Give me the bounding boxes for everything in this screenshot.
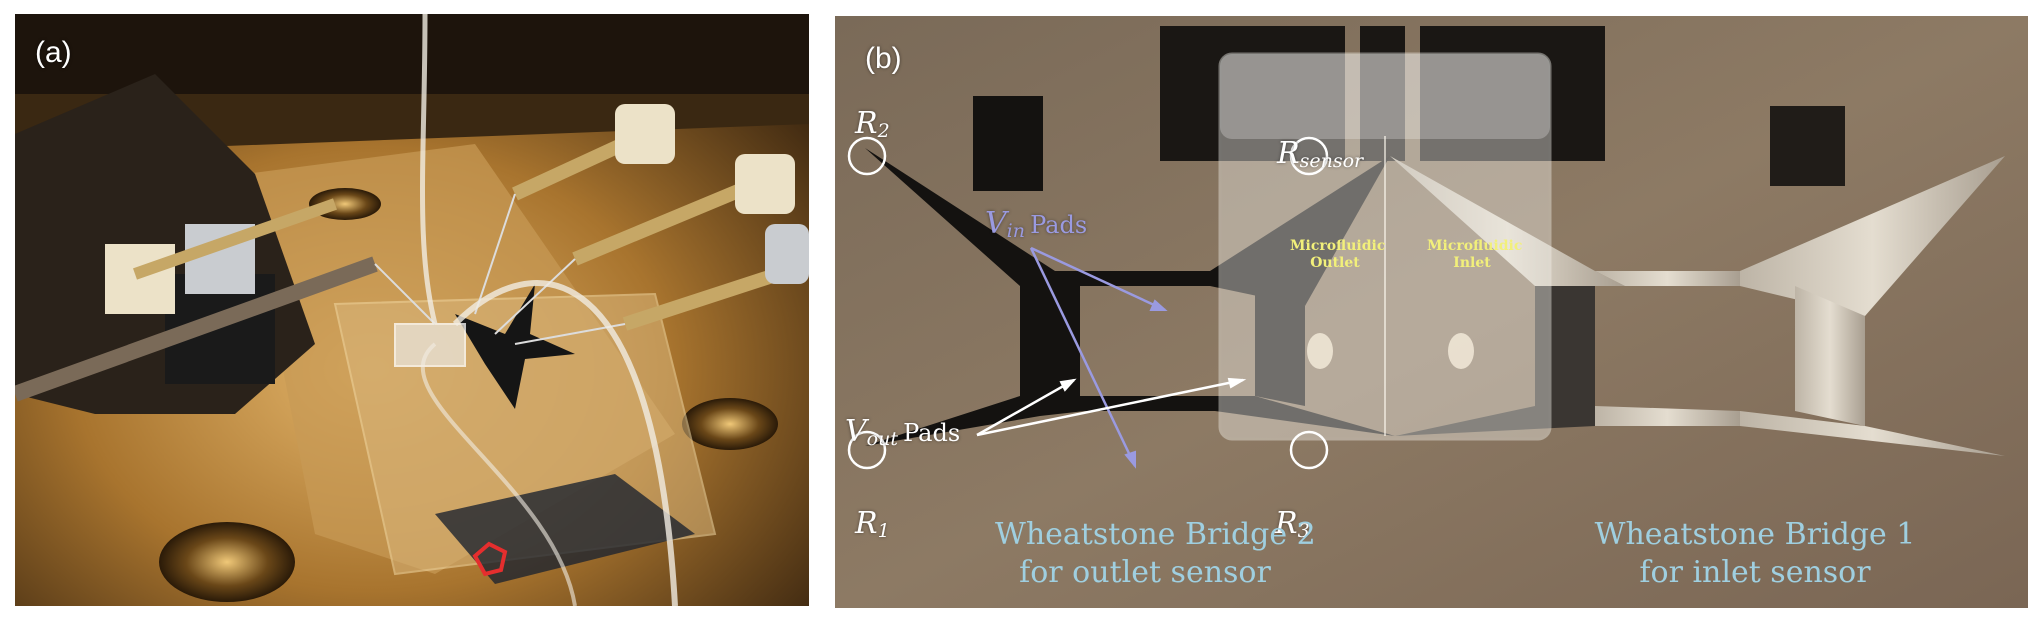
microfluidic-outlet-label: Microfluidic Outlet	[1290, 238, 1386, 271]
probe-arm	[133, 198, 337, 280]
bridge1-electrode	[1395, 406, 1595, 436]
logo-mark	[472, 541, 508, 577]
circle-marker-r2	[847, 136, 887, 176]
electrode-vout-left	[1020, 286, 1080, 396]
mount-hole	[159, 522, 295, 602]
bridge1-electrode	[1795, 286, 1865, 426]
bridge1-electrode	[1595, 406, 1740, 426]
bridge1-electrode	[1390, 156, 1625, 286]
sensor-chip	[1770, 106, 1845, 186]
electrode-top-pad	[1085, 271, 1215, 286]
bridge1-electrode	[1740, 156, 2005, 316]
vout-arrows	[976, 377, 1247, 437]
panel-b-label: (b)	[865, 42, 902, 75]
circle-marker-r1	[847, 430, 887, 470]
bridge1-electrode	[1595, 271, 1740, 286]
wheatstone-bridge-chip-photo	[835, 16, 2028, 608]
r1-label: R1	[855, 506, 890, 543]
circle-marker-r3	[1289, 430, 1329, 470]
probe-collar	[735, 154, 795, 214]
electrode-bottom-pad	[1085, 396, 1215, 411]
tubing	[452, 280, 678, 606]
vin-pads-label: Vin Pads	[985, 206, 1088, 243]
sensor-chip	[973, 96, 1043, 191]
bridge-1-label: Wheatstone Bridge 1 for inlet sensor	[1594, 517, 1916, 590]
probe-collar	[615, 104, 675, 164]
vin-arrows	[1029, 246, 1168, 469]
electrode-r1	[865, 396, 1085, 446]
rsensor-label: Rsensor	[1277, 136, 1364, 173]
r2-label: R2	[855, 106, 890, 143]
vin-arrow-2	[1029, 247, 1137, 467]
panel-b-photo: (b) R2 R1 R3 Rsensor Vin Pads Vout Pads …	[835, 16, 2028, 608]
probe-collar	[105, 244, 175, 314]
panel-a-photo: (a)	[15, 14, 809, 606]
top-pad	[1420, 26, 1605, 161]
top-pad	[1360, 26, 1405, 161]
r3-label: R3	[1275, 506, 1310, 543]
probe-clamp	[765, 224, 809, 284]
circle-marker-rsensor	[1289, 136, 1329, 176]
bridge1-electrode	[1535, 286, 1595, 406]
outlet-port	[1307, 333, 1333, 369]
microfluidic-chip	[394, 323, 466, 367]
microfluidic-inlet-label: Microfluidic Inlet	[1427, 238, 1523, 271]
probe-station-photo	[15, 14, 809, 606]
electrode-vout-right	[1255, 286, 1305, 406]
probe-arm	[572, 177, 758, 266]
electrode-r3	[1215, 396, 1395, 436]
tubing	[420, 14, 438, 325]
electrode-r2	[865, 148, 1095, 286]
vout-pads-label: Vout Pads	[845, 414, 961, 451]
electrode-rsensor	[1210, 156, 1390, 306]
vout-arrow-1	[976, 378, 1075, 437]
vout-arrow-2	[976, 378, 1244, 437]
bridge-2-label: Wheatstone Bridge 2 for outlet sensor	[995, 517, 1316, 590]
mount-hole	[682, 398, 778, 450]
vin-arrow-1	[1030, 246, 1166, 312]
panel-a-label: (a)	[35, 36, 72, 69]
tubing	[420, 342, 577, 606]
cable	[15, 256, 378, 402]
bridge1-electrode	[1740, 411, 2005, 456]
inlet-port	[1448, 333, 1474, 369]
electrode-pattern	[455, 284, 575, 409]
